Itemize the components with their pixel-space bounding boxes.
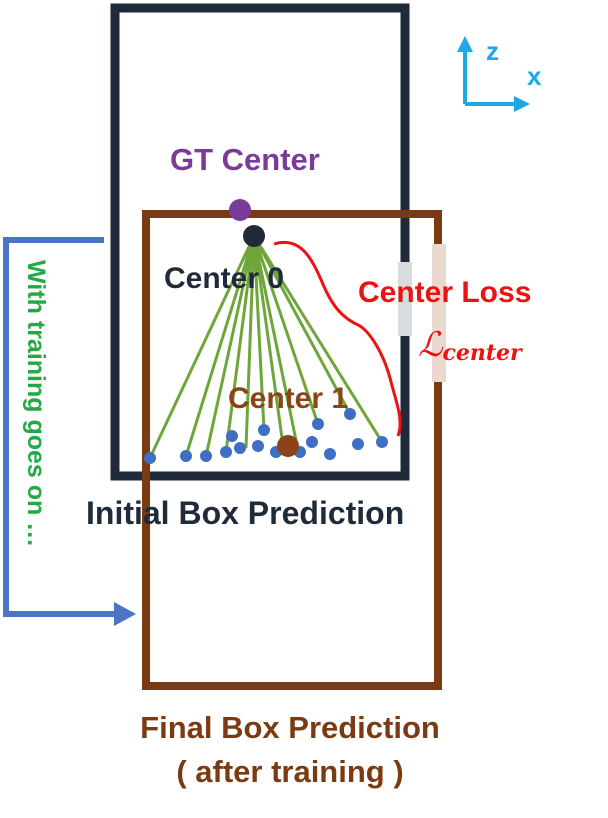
point [312,418,324,430]
center-0-label: Center 0 [164,262,284,295]
final-box-label: Final Box Prediction [140,710,440,745]
loss-symbol-subscript: center [443,340,524,366]
point [258,424,270,436]
z-axis-arrow-icon [457,36,473,52]
ray [184,235,256,457]
point [180,450,192,462]
ray [252,235,266,431]
center-0-dot [243,225,265,247]
center-loss-label: Center Loss [358,276,531,309]
initial-box [110,3,410,481]
point [306,436,318,448]
ray [252,235,320,425]
point [200,450,212,462]
gt-center-label: GT Center [170,142,320,177]
x-axis-arrow-icon [514,96,530,112]
x-axis-label: x [527,61,542,91]
ray [252,235,284,439]
gt-center-dot [229,199,251,221]
center-1-dot [277,435,299,457]
loss-symbol: ℒcenter [418,325,523,366]
point [344,408,356,420]
training-note: With training goes on … [22,260,50,547]
axis-indicator: z x [457,36,542,112]
final-box-note: ( after training ) [176,754,403,789]
point-cloud [144,408,388,464]
overlap-fade-final [432,244,446,382]
ray [252,235,384,443]
ray [224,235,256,453]
point [220,446,232,458]
point [352,438,364,450]
point [234,442,246,454]
center-1-label: Center 1 [228,382,348,415]
loss-symbol-main: ℒ [418,325,444,365]
point [144,452,156,464]
training-arrow-head-icon [114,602,136,626]
point [226,430,238,442]
ray-group [148,235,384,459]
ray [148,235,256,459]
overlap-fade-initial [398,262,412,336]
z-axis-label: z [486,36,499,66]
initial-box-label: Initial Box Prediction [86,495,404,531]
point [376,436,388,448]
center-loss-brace [273,240,402,437]
final-box [142,210,442,690]
ray [252,235,352,415]
ray [252,235,300,451]
training-arrow [3,237,118,617]
point [324,448,336,460]
ray [204,235,256,457]
ray [244,235,256,449]
point [252,440,264,452]
